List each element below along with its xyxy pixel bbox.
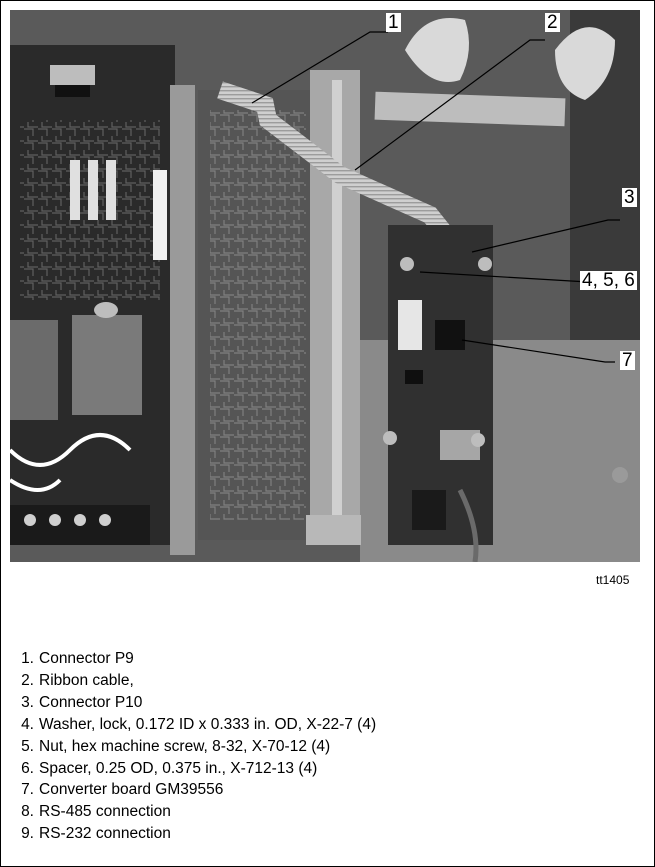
legend-item: 4.Washer, lock, 0.172 ID x 0.333 in. OD,…: [21, 715, 377, 733]
equipment-photo: [10, 10, 640, 562]
callout-4-5-6: 4, 5, 6: [580, 270, 637, 291]
callout-2: 2: [545, 12, 560, 33]
callout-7: 7: [620, 350, 635, 371]
parts-legend: 1.Connector P9 2.Ribbon cable, 3.Connect…: [15, 648, 376, 845]
legend-item: 8.RS-485 connection: [21, 803, 171, 821]
legend-item: 2.Ribbon cable,: [21, 671, 134, 689]
legend-item: 1.Connector P9: [21, 650, 134, 667]
legend-item: 3.Connector P10: [21, 693, 143, 711]
legend-item: 5.Nut, hex machine screw, 8-32, X-70-12 …: [21, 737, 331, 755]
callout-1: 1: [386, 12, 401, 33]
legend-item: 7.Converter board GM39556: [21, 781, 224, 799]
callout-3: 3: [622, 187, 637, 208]
figure-id: tt1405: [596, 573, 630, 587]
legend-item: 6.Spacer, 0.25 OD, 0.375 in., X-712-13 (…: [21, 759, 318, 777]
legend-item: 9.RS-232 connection: [21, 825, 171, 843]
leader-lines: [251, 31, 620, 363]
